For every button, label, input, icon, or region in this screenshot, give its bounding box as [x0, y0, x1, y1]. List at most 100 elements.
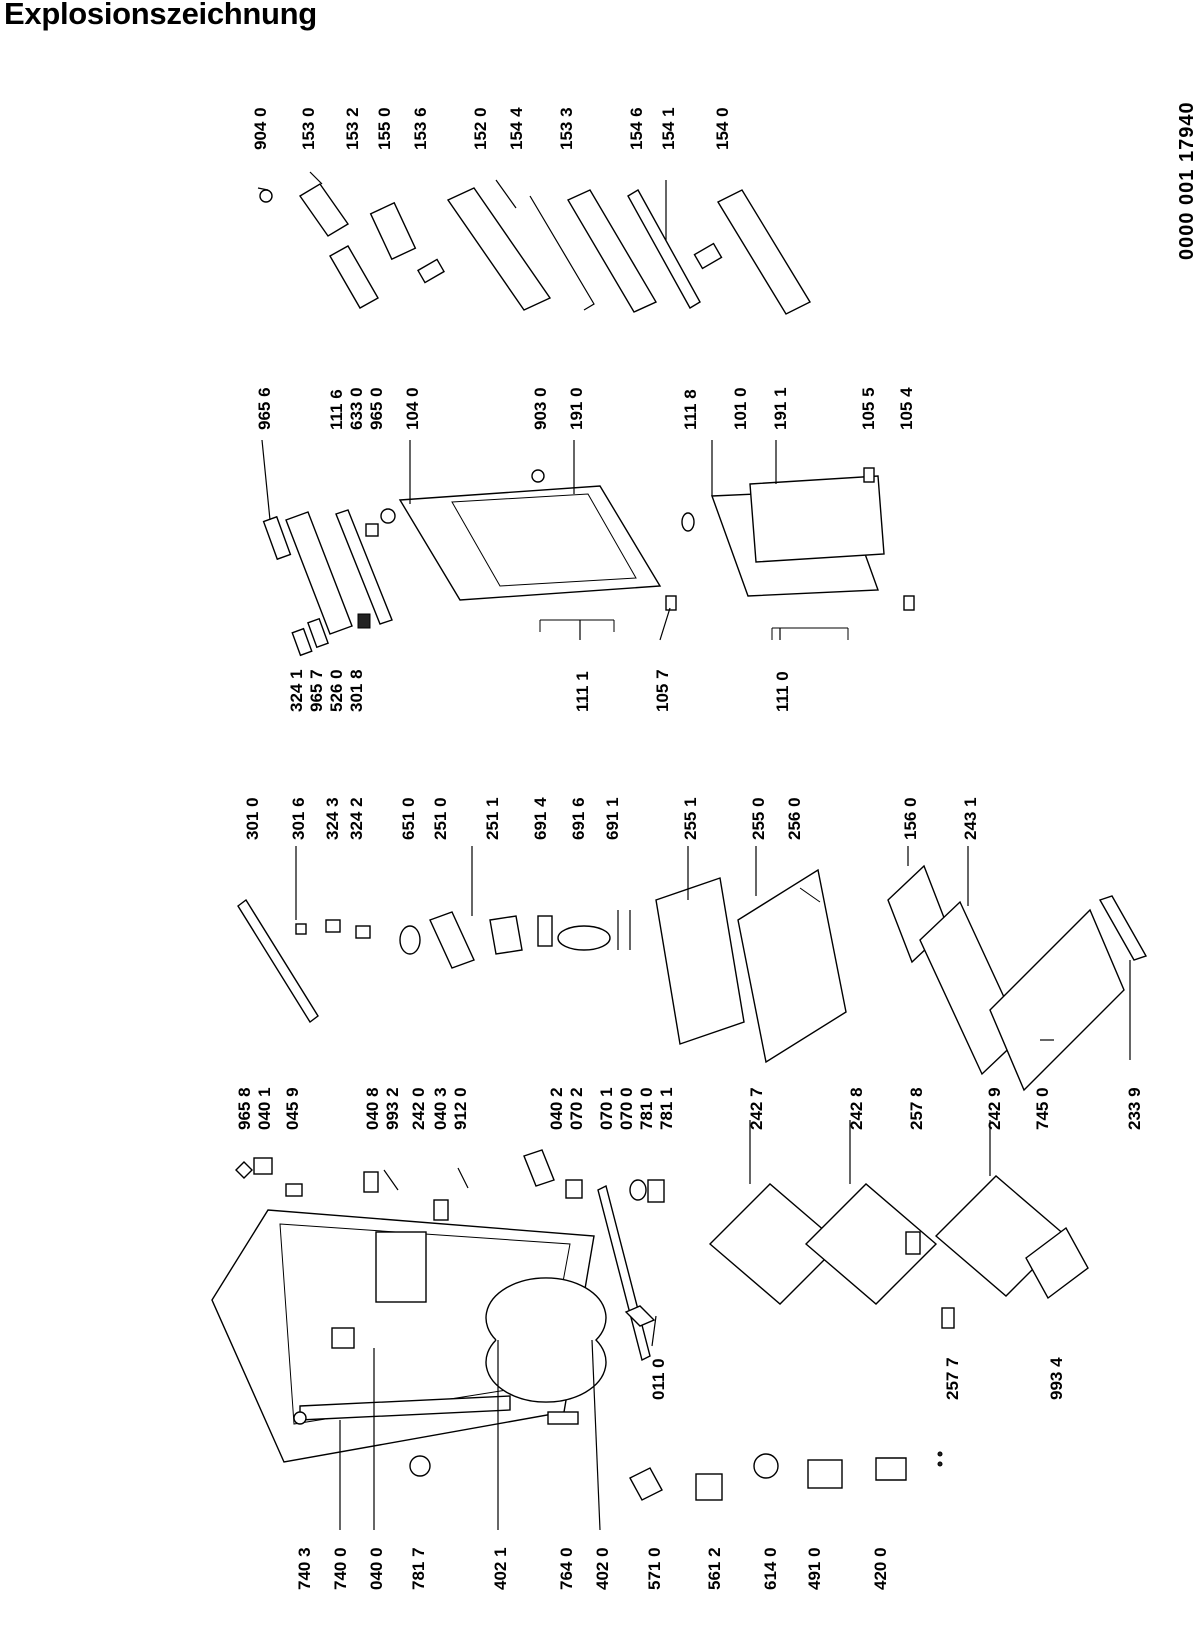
part-label: 257 7	[943, 1357, 962, 1400]
part-965-6	[262, 515, 292, 561]
part-label: 105 5	[859, 387, 878, 430]
part-111-0	[771, 627, 849, 640]
part-label: 402 0	[593, 1547, 612, 1590]
door-parts	[262, 467, 915, 657]
part-154-0	[717, 189, 811, 315]
part-dot	[937, 1451, 943, 1457]
part-255-1	[655, 877, 745, 1045]
part-label: 256 0	[785, 797, 804, 840]
part-label: 781 0	[637, 1087, 656, 1130]
part-561-2	[695, 1473, 723, 1501]
leader-lines	[257, 171, 1131, 1531]
part-label: 153 6	[411, 107, 430, 150]
part-label: 040 0	[367, 1547, 386, 1590]
part-label: 633 0	[347, 387, 366, 430]
leader-line	[651, 1315, 657, 1347]
part-label: 111 6	[327, 389, 346, 430]
part-label: 740 3	[295, 1547, 314, 1590]
part-label: 402 1	[491, 1547, 510, 1590]
part-label: 324 3	[323, 797, 342, 840]
part-label: 233 9	[1125, 1087, 1144, 1130]
part-label: 045 9	[283, 1087, 302, 1130]
part-745-0	[989, 908, 1125, 1092]
part-label: 242 9	[985, 1087, 1004, 1130]
door-shelf-parts	[259, 183, 811, 315]
part-label: 242 8	[847, 1087, 866, 1130]
part-label: 156 0	[901, 797, 920, 840]
part-label: 153 3	[557, 107, 576, 150]
part-label: 040 2	[547, 1087, 566, 1130]
interior-parts	[237, 864, 1023, 1076]
part-040-3	[433, 1199, 449, 1221]
part-label: 105 7	[653, 669, 672, 712]
part-154-4	[529, 195, 595, 311]
part-label: 301 0	[243, 797, 262, 840]
part-324-3	[325, 919, 341, 933]
part-label: 691 6	[569, 797, 588, 840]
part-label: 526 0	[327, 669, 346, 712]
part-965-7	[307, 617, 329, 649]
part-256-0	[799, 887, 821, 903]
part-257-7	[941, 1307, 955, 1329]
part-label: 965 8	[235, 1087, 254, 1130]
part-251-1	[489, 915, 523, 955]
part-651-0	[399, 925, 421, 955]
part-label: 154 0	[713, 107, 732, 150]
part-label: 764 0	[557, 1547, 576, 1590]
part-301-8	[357, 613, 371, 629]
part-label: 101 0	[731, 387, 750, 430]
part-040-0	[331, 1327, 355, 1349]
part-labels: 904 0 153 0 153 2 155 0 153 6 152 0 154 …	[235, 107, 1144, 1590]
part-781-1	[647, 1179, 665, 1203]
part-label: 154 4	[507, 107, 526, 150]
part-614-0	[753, 1453, 779, 1479]
part-324-1	[291, 627, 313, 657]
part-label: 965 7	[307, 669, 326, 712]
part-label: 040 8	[363, 1087, 382, 1130]
part-label: 903 0	[531, 387, 550, 430]
part-993-4	[1025, 1226, 1089, 1300]
part-633-0	[365, 523, 379, 537]
part-965-0	[380, 508, 396, 524]
part-label: 251 1	[483, 797, 502, 840]
part-153-0	[298, 183, 350, 237]
part-label: 561 2	[705, 1547, 724, 1590]
part-label: 904 0	[251, 107, 270, 150]
part-571-0	[629, 1467, 663, 1501]
part-label: 152 0	[471, 107, 490, 150]
part-label: 324 1	[287, 669, 306, 712]
part-label: 155 0	[375, 107, 394, 150]
part-912-0	[457, 1167, 469, 1189]
part-233-9	[1098, 895, 1148, 961]
part-040-8	[363, 1171, 379, 1193]
part-label: 781 7	[409, 1547, 428, 1590]
part-301-6	[295, 923, 307, 935]
part-label: 691 4	[531, 797, 550, 840]
part-691-1	[617, 910, 631, 950]
part-324-2	[355, 925, 371, 939]
part-label: 251 0	[431, 797, 450, 840]
leader-line	[309, 171, 323, 185]
part-label: 111 0	[773, 671, 792, 712]
part-070-2	[565, 1179, 583, 1199]
part-153-3	[567, 189, 657, 313]
part-label: 301 8	[347, 669, 366, 712]
part-402-0	[485, 1277, 607, 1403]
part-111-8	[681, 512, 695, 532]
part-label: 105 4	[897, 387, 916, 430]
part-label: 614 0	[761, 1547, 780, 1590]
part-label: 111 1	[573, 671, 592, 712]
part-301-0	[237, 898, 319, 1024]
part-label: 965 0	[367, 387, 386, 430]
part-label: 781 1	[657, 1087, 676, 1130]
part-label: 191 1	[771, 387, 790, 430]
part-251-0	[429, 911, 475, 969]
part-label: 965 6	[255, 387, 274, 430]
part-label: 242 0	[409, 1087, 428, 1130]
part-154-1	[693, 242, 723, 270]
part-label: 912 0	[451, 1087, 470, 1130]
part-label: 651 0	[399, 797, 418, 840]
part-label: 040 3	[431, 1087, 450, 1130]
part-764-0	[547, 1411, 579, 1425]
